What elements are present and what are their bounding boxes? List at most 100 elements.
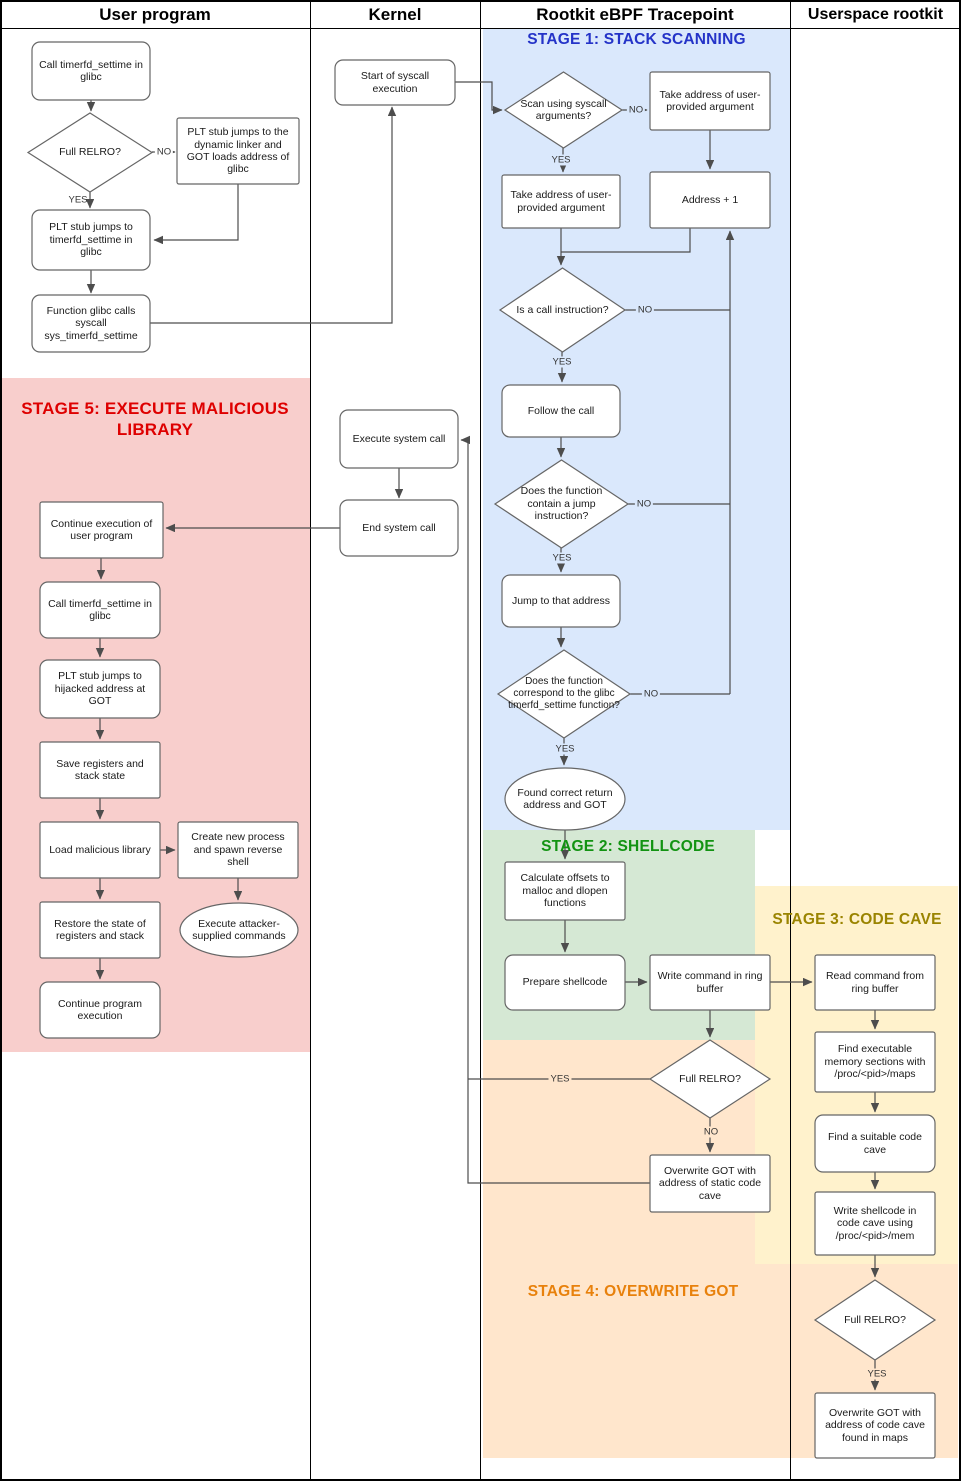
node-full-relro-ebpf: Full RELRO? [679, 1072, 741, 1085]
shape-continue-user [39, 501, 164, 559]
lane-header-userspace: Userspace rootkit [807, 6, 944, 23]
node-continue-user-program: Continue execution of user program [50, 517, 153, 542]
node-overwrite-got-maps: Overwrite GOT with address of code cave … [825, 1406, 925, 1444]
node-full-relro-userspace: Full RELRO? [844, 1313, 906, 1326]
shape-syscall-start [334, 59, 456, 106]
node-plt-dynamic-linker: PLT stub jumps to the dynamic linker and… [186, 126, 290, 176]
node-call-timerfd-settime-2: Call timerfd_settime in glibc [48, 597, 152, 622]
node-corresponds-glibc: Does the function correspond to the glib… [508, 676, 620, 711]
shape-full-relro-ebpf [648, 1039, 772, 1119]
shape-find-cave [814, 1114, 936, 1173]
shape-call-settime-2 [39, 581, 161, 639]
node-found-got: Found correct return address and GOT [517, 786, 613, 811]
node-shapes [26, 41, 937, 1459]
node-restore-registers: Restore the state of registers and stack [54, 917, 146, 942]
shape-prepare-shellcode [504, 954, 626, 1011]
edge-label-no-scan: NO [626, 104, 646, 116]
edge-label-no-contains-jump: NO [634, 498, 654, 510]
shape-calc-offsets [504, 861, 626, 921]
edges [85, 81, 880, 1391]
shape-save-registers [39, 741, 161, 799]
node-read-ring-buffer: Read command from ring buffer [825, 970, 925, 995]
lane-header-tracepoint: Rootkit eBPF Tracepoint [536, 5, 734, 24]
stage1-title: STAGE 1: STACK SCANNING [527, 31, 746, 48]
shape-read-ringbuf [814, 954, 936, 1011]
node-plt-timerfd-settime: PLT stub jumps to timerfd_settime in gli… [49, 221, 133, 259]
lane-header-user-program: User program [99, 5, 211, 24]
edge-label-yes-relro-user: YES [68, 194, 88, 206]
shape-overwrite-static [649, 1154, 771, 1213]
stage2-title: STAGE 2: SHELLCODE [541, 838, 715, 855]
node-contains-jump: Does the function contain a jump instruc… [520, 485, 603, 523]
node-call-timerfd-settime: Call timerfd_settime in glibc [39, 58, 143, 83]
node-calc-offsets: Calculate offsets to malloc and dlopen f… [520, 872, 610, 910]
shape-end-syscall [339, 499, 459, 557]
shape-full-relro-user [26, 112, 154, 193]
node-syscall-start: Start of syscall execution [360, 70, 430, 95]
node-full-relro-user: Full RELRO? [59, 146, 121, 159]
node-continue-program: Continue program execution [57, 997, 143, 1022]
shape-write-ringbuf [649, 954, 771, 1011]
edge-label-yes-scan: YES [549, 154, 573, 166]
shape-overwrite-maps [814, 1392, 936, 1459]
node-address-plus-one: Address + 1 [681, 193, 739, 206]
edge-label-yes-contains-jump: YES [550, 552, 574, 564]
edge-label-yes-relro-userspace: YES [865, 1368, 889, 1380]
shape-found-got [504, 767, 626, 831]
shape-take-address-no [649, 71, 771, 131]
stage4-title: STAGE 4: OVERWRITE GOT [527, 1283, 739, 1300]
shape-continue-program [39, 981, 161, 1039]
edge-label-no-is-call: NO [635, 304, 655, 316]
node-save-registers: Save registers and stack state [56, 757, 144, 782]
node-execute-commands: Execute attacker-supplied commands [192, 917, 286, 942]
shape-find-exec [814, 1031, 936, 1093]
node-plt-hijacked: PLT stub jumps to hijacked address at GO… [54, 670, 146, 708]
shape-full-relro-userspace [813, 1279, 937, 1361]
shape-load-malicious [39, 821, 161, 879]
shape-take-address-yes [501, 174, 621, 229]
shape-address-plus-one [649, 171, 771, 229]
shape-jump-address [501, 574, 621, 628]
shape-plt-dynamic-linker [176, 117, 300, 185]
shape-write-shellcode [814, 1191, 936, 1256]
shape-create-process [177, 821, 299, 879]
node-overwrite-got-static: Overwrite GOT with address of static cod… [658, 1164, 762, 1202]
node-write-ring-buffer: Write command in ring buffer [657, 970, 763, 995]
edge-label-yes-relro-ebpf: YES [548, 1073, 572, 1085]
shape-follow-call [501, 384, 621, 438]
node-is-call-instruction: Is a call instruction? [516, 303, 609, 316]
shape-scan-args [503, 71, 624, 149]
edge-label-no-corresponds: NO [641, 688, 661, 700]
shape-corresponds [496, 649, 632, 739]
shape-is-call [498, 267, 627, 353]
node-jump-address: Jump to that address [511, 594, 611, 607]
shape-plt-settime [31, 209, 151, 271]
node-find-exec-sections: Find executable memory sections with /pr… [824, 1043, 926, 1081]
node-write-shellcode-cave: Write shellcode in code cave using /proc… [833, 1204, 917, 1242]
node-follow-call: Follow the call [527, 404, 595, 417]
node-take-address-no-branch: Take address of user-provided argument [659, 88, 761, 113]
shape-restore-registers [39, 901, 161, 959]
node-scan-args: Scan using syscall arguments? [520, 97, 607, 122]
stage5-title: STAGE 5: EXECUTE MALICIOUS LIBRARY [21, 399, 289, 440]
edge-label-yes-is-call: YES [550, 356, 574, 368]
shape-glibc-syscall [31, 294, 151, 353]
shape-contains-jump [493, 459, 630, 549]
shape-execute-syscall [339, 409, 459, 469]
stage3-title: STAGE 3: CODE CAVE [772, 911, 942, 928]
edge-label-yes-corresponds: YES [553, 743, 577, 755]
shape-execute-commands [179, 902, 299, 958]
node-find-code-cave: Find a suitable code cave [828, 1131, 922, 1156]
node-load-malicious-library: Load malicious library [49, 843, 151, 856]
node-take-address-yes-branch: Take address of user-provided argument [510, 189, 612, 214]
edge-label-no-relro-user: NO [154, 146, 174, 158]
node-create-process: Create new process and spawn reverse she… [191, 831, 285, 869]
node-end-syscall: End system call [362, 521, 436, 534]
shape-call-settime [31, 41, 151, 101]
node-prepare-shellcode: Prepare shellcode [522, 976, 608, 989]
node-glibc-syscall: Function glibc calls syscall sys_timerfd… [44, 304, 138, 342]
